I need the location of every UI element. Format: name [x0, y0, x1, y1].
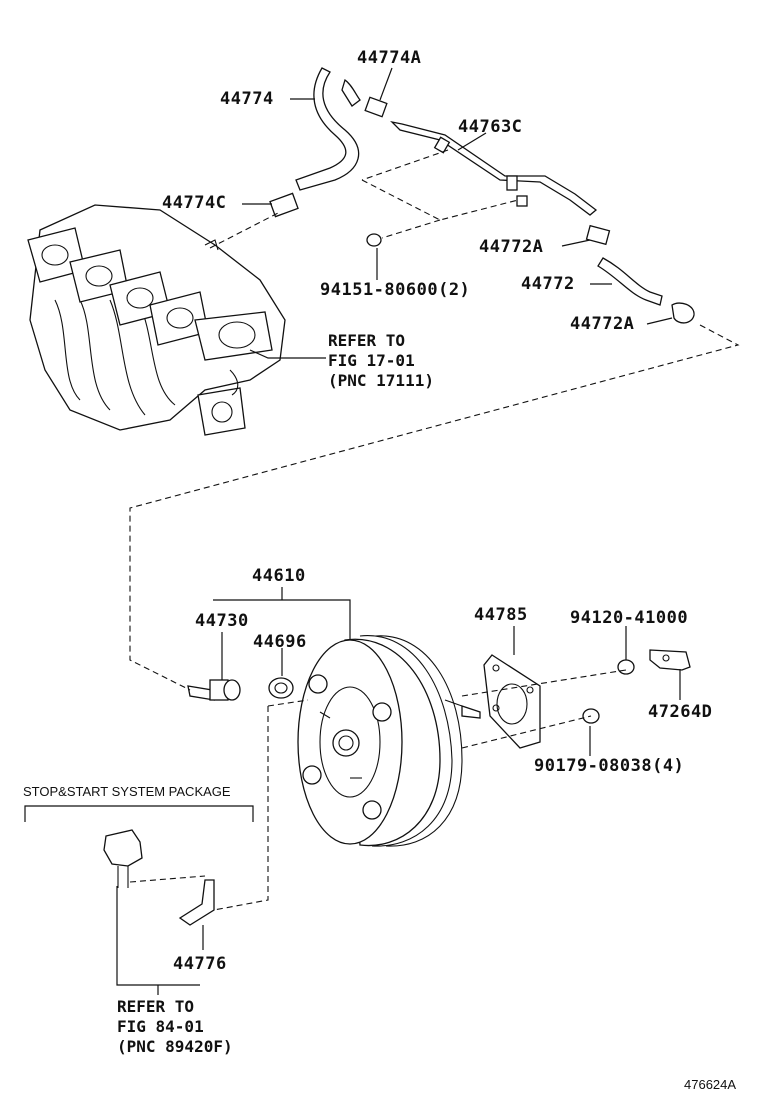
callout-44730[interactable]: 44730: [195, 611, 249, 631]
callout-47264D[interactable]: 47264D: [648, 702, 713, 722]
callout-44772A-upper[interactable]: 44772A: [479, 237, 544, 257]
dashed-relation-lines: [129, 149, 740, 911]
callout-44774[interactable]: 44774: [220, 89, 274, 109]
refer-line-3: (PNC 17111): [328, 371, 434, 390]
bracket-47264D-illustration: [649, 649, 691, 671]
refer-line-1: REFER TO: [117, 997, 195, 1016]
intake-manifold-illustration: [27, 204, 286, 436]
callout-44772[interactable]: 44772: [521, 274, 575, 294]
nut-94120-illustration: [617, 659, 635, 675]
callout-44785[interactable]: 44785: [474, 605, 528, 625]
pressure-sensor-illustration: [103, 829, 143, 888]
hose-44774-illustration: [269, 67, 388, 218]
callout-94151-80600[interactable]: 94151-80600(2): [320, 280, 471, 300]
callout-44763C[interactable]: 44763C: [458, 117, 523, 137]
leader-lines: [116, 67, 681, 995]
callout-44776[interactable]: 44776: [173, 954, 227, 974]
hose-44772-illustration: [585, 224, 695, 324]
hose-44776-illustration: [178, 879, 215, 926]
brake-booster-44610-illustration: [297, 635, 481, 847]
callout-94120-41000[interactable]: 94120-41000: [570, 608, 689, 628]
callout-90179-08038[interactable]: 90179-08038(4): [534, 756, 685, 776]
refer-line-3: (PNC 89420F): [117, 1037, 233, 1056]
illustration-id: 476624A: [684, 1077, 737, 1092]
refer-line-2: FIG 84-01: [117, 1017, 204, 1036]
callout-44774A[interactable]: 44774A: [357, 48, 422, 68]
refer-line-2: FIG 17-01: [328, 351, 415, 370]
refer-line-1: REFER TO: [328, 331, 406, 350]
callout-44774C[interactable]: 44774C: [162, 193, 227, 213]
refer-note-fig-17-01[interactable]: REFER TO FIG 17-01 (PNC 17111): [328, 331, 434, 391]
gasket-44785-illustration: [483, 654, 541, 749]
check-valve-44730-illustration: [187, 679, 241, 701]
callout-44696[interactable]: 44696: [253, 632, 307, 652]
refer-note-fig-84-01[interactable]: REFER TO FIG 84-01 (PNC 89420F): [117, 997, 233, 1057]
package-bracket: [24, 805, 254, 822]
pipe-44763C-illustration: [390, 120, 598, 216]
package-label: STOP&START SYSTEM PACKAGE: [23, 784, 231, 799]
callout-44610[interactable]: 44610: [252, 566, 306, 586]
clip-94151-illustration: [366, 233, 382, 247]
grommet-44696-illustration: [268, 677, 294, 699]
callout-44772A-lower[interactable]: 44772A: [570, 314, 635, 334]
